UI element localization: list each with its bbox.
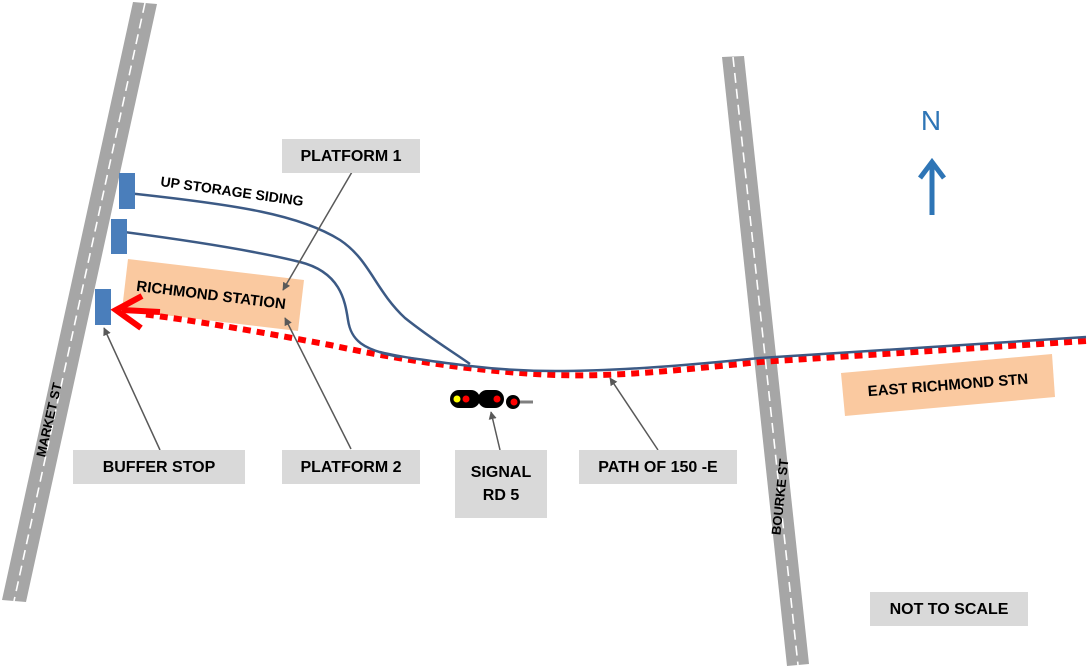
buffer-stop-leader — [103, 327, 161, 451]
path-leader — [609, 377, 659, 451]
platform-1-label: PLATFORM 1 — [300, 147, 402, 165]
platform-1-callout: PLATFORM 1 — [282, 139, 420, 173]
up-storage-siding-label: UP STORAGE SIDING — [160, 173, 305, 209]
platform-1-leader — [282, 171, 353, 291]
buffer-stop-middle — [111, 219, 127, 254]
main-track — [379, 335, 1087, 373]
east-richmond-station-plate: EAST RICHMOND STN — [841, 354, 1055, 416]
train-direction-arrow — [110, 293, 161, 331]
signal-callout: SIGNAL RD 5 — [455, 450, 547, 518]
market-street-road — [2, 2, 157, 602]
buffer-stop-label: BUFFER STOP — [102, 458, 216, 476]
not-to-scale-label: NOT TO SCALE — [889, 600, 1009, 618]
signal-leader — [488, 411, 501, 451]
platform-2-callout: PLATFORM 2 — [282, 450, 420, 484]
bourke-street-road — [722, 56, 809, 666]
buffer-stop-lower — [95, 289, 111, 325]
buffer-stop-callout: BUFFER STOP — [73, 450, 245, 484]
richmond-station-plate: RICHMOND STATION — [122, 259, 304, 331]
signal-label-line2: RD 5 — [482, 487, 520, 504]
up-storage-siding-track — [126, 191, 471, 366]
platform-2-label: PLATFORM 2 — [300, 458, 402, 476]
north-compass: N — [918, 105, 946, 215]
platform-2-track — [123, 230, 401, 359]
path-callout: PATH OF 150 -E — [579, 450, 737, 484]
train-path-line — [141, 311, 1087, 379]
not-to-scale-callout: NOT TO SCALE — [870, 592, 1028, 626]
signal-rd5-icon — [450, 390, 533, 409]
buffer-stop-upper — [119, 173, 135, 209]
platform-2-leader — [284, 317, 352, 450]
signal-label-line1: SIGNAL — [470, 464, 532, 481]
path-label: PATH OF 150 -E — [598, 458, 718, 476]
north-label: N — [921, 105, 941, 136]
